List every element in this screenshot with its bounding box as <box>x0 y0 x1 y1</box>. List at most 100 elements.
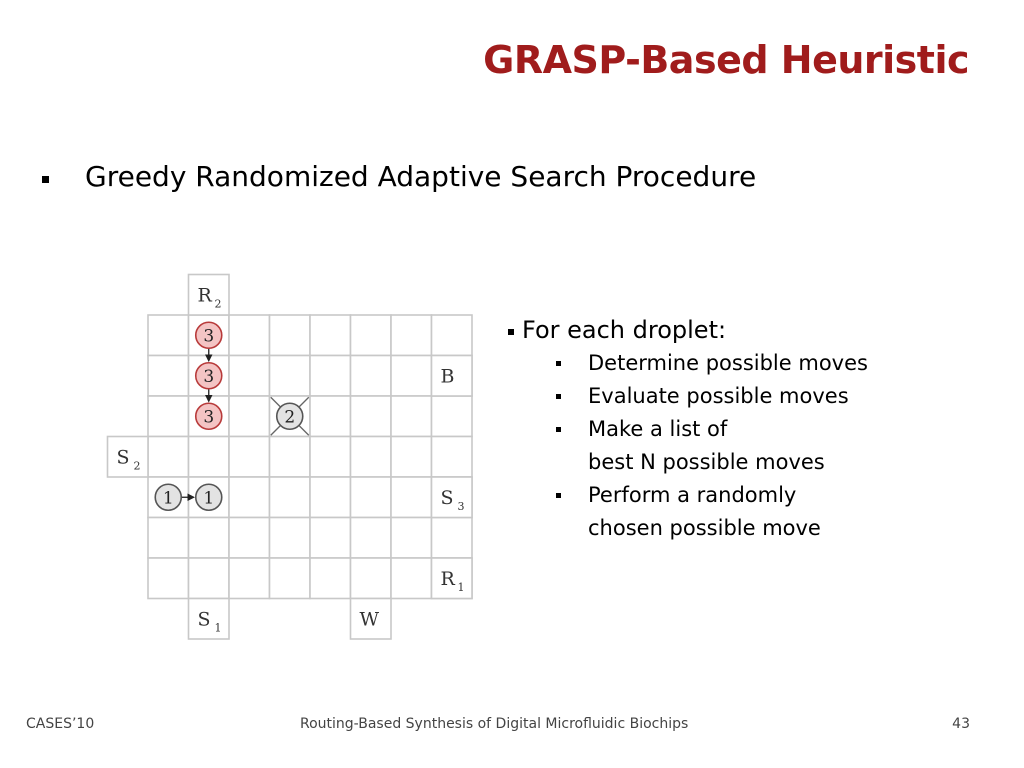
electrode-cell <box>309 354 352 397</box>
droplet <box>194 361 223 390</box>
electrode-cell <box>390 354 433 397</box>
electrode-cell <box>309 557 352 600</box>
droplet-label: 3 <box>203 326 214 346</box>
droplet-path-arrows <box>181 348 213 502</box>
electrode-cell <box>349 476 392 519</box>
reservoir-subscript: 1 <box>458 581 465 594</box>
electrode-cell <box>390 435 433 478</box>
electrode-cell <box>349 354 392 397</box>
reservoir-cell <box>187 273 230 316</box>
droplet-label: 1 <box>163 488 174 508</box>
electrode-cell <box>390 314 433 357</box>
electrode-cell <box>349 557 392 600</box>
electrode-cell <box>228 476 271 519</box>
electrode-cell <box>390 557 433 600</box>
reservoir-label: S <box>441 487 454 509</box>
slide-title: GRASP-Based Heuristic <box>483 38 969 82</box>
electrode-cell <box>268 314 311 357</box>
reservoir-subscript: 2 <box>134 460 141 473</box>
step-list: Determine possible moves Evaluate possib… <box>556 347 868 545</box>
reservoir-cell <box>106 435 149 478</box>
electrode-cell <box>147 557 190 600</box>
reservoir-label: S <box>117 447 130 469</box>
reservoir-label: W <box>360 609 380 631</box>
electrode-cell <box>268 557 311 600</box>
electrode-cell <box>309 314 352 357</box>
electrode-cell <box>228 516 271 559</box>
step-text: Determine possible moves <box>588 351 868 375</box>
step-item: Determine possible moves <box>556 347 868 380</box>
droplet-label: 3 <box>203 367 214 387</box>
droplet <box>194 402 223 431</box>
main-bullet-text: Greedy Randomized Adaptive Search Proced… <box>85 160 757 193</box>
electrode-cell <box>187 516 230 559</box>
reservoir-cell <box>430 354 473 397</box>
step-item: Make a list of best N possible moves <box>556 413 868 479</box>
reservoir-label: R <box>198 285 213 307</box>
electrode-cell <box>268 435 311 478</box>
bullet-square-icon <box>508 329 514 335</box>
electrode-cell <box>430 516 473 559</box>
main-bullet: Greedy Randomized Adaptive Search Proced… <box>42 160 756 193</box>
droplet-label: 1 <box>203 488 214 508</box>
reservoir-subscript: 3 <box>458 500 465 513</box>
bullet-square-icon <box>42 176 49 183</box>
electrode-cell <box>228 354 271 397</box>
droplet <box>194 321 223 350</box>
droplet-label: 2 <box>284 407 295 427</box>
footer-page-number: 43 <box>952 716 970 732</box>
bullet-square-icon <box>556 394 561 399</box>
step-text: Perform a randomly chosen possible move <box>588 483 821 540</box>
electrode-cell <box>390 395 433 438</box>
footer-conference: CASES’10 <box>26 716 95 732</box>
algorithm-steps: For each droplet: Determine possible mov… <box>508 313 868 545</box>
electrode-cell <box>228 314 271 357</box>
step-text: Make a list of best N possible moves <box>588 417 825 474</box>
bullet-square-icon <box>556 493 561 498</box>
footer-title: Routing-Based Synthesis of Digital Micro… <box>300 716 689 732</box>
electrode-cell <box>390 516 433 559</box>
steps-heading-text: For each droplet: <box>522 316 727 344</box>
electrode-cell <box>349 516 392 559</box>
droplet-label: 3 <box>203 407 214 427</box>
step-text: Evaluate possible moves <box>588 384 849 408</box>
electrode-cell <box>268 354 311 397</box>
reservoir-cell <box>430 557 473 600</box>
electrode-cell <box>309 435 352 478</box>
electrode-cell <box>430 314 473 357</box>
droplet <box>154 483 183 512</box>
electrode-cell <box>147 354 190 397</box>
electrode-cell <box>349 435 392 478</box>
reservoir-cell <box>187 597 230 640</box>
electrode-cell <box>228 435 271 478</box>
electrode-cell <box>147 395 190 438</box>
step-item: Perform a randomly chosen possible move <box>556 479 868 545</box>
electrode-cell <box>430 435 473 478</box>
reservoir-label: B <box>441 366 455 388</box>
electrode-cell <box>228 557 271 600</box>
electrode-cell <box>430 395 473 438</box>
steps-heading: For each droplet: <box>508 313 868 347</box>
electrode-cell <box>147 435 190 478</box>
electrode-cell <box>309 516 352 559</box>
electrode-cell <box>147 516 190 559</box>
electrode-cell <box>147 314 190 357</box>
electrode-cell <box>349 314 392 357</box>
electrode-cell <box>349 395 392 438</box>
electrode-grid <box>147 314 473 600</box>
electrode-cell <box>390 476 433 519</box>
electrode-cell <box>309 476 352 519</box>
droplet <box>275 402 304 431</box>
reservoir-cell <box>349 597 392 640</box>
electrode-cell <box>187 435 230 478</box>
electrode-cell <box>309 395 352 438</box>
reservoir-label: S <box>198 609 211 631</box>
reservoir-cell <box>430 476 473 519</box>
bullet-square-icon <box>556 427 561 432</box>
droplet <box>194 483 223 512</box>
reservoir-subscript: 1 <box>215 622 222 635</box>
reservoir-subscript: 2 <box>215 298 222 311</box>
